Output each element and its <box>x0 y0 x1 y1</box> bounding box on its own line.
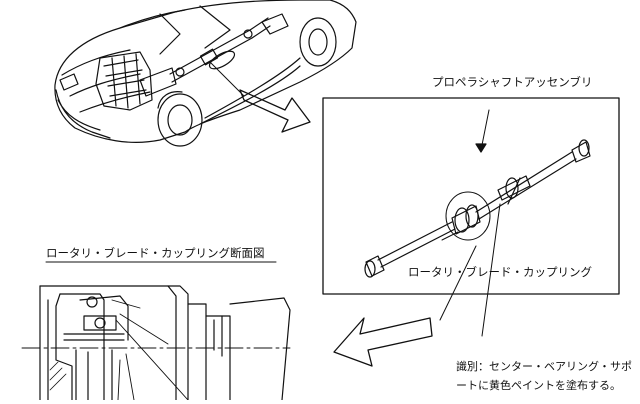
label-rotary-blade-coupling: ロータリ・ブレード・カップリング <box>408 265 592 279</box>
shaft-detail-box <box>322 97 620 295</box>
propeller-shaft <box>364 139 591 278</box>
label-propeller-shaft-assembly: プロペラシャフトアッセンブリ <box>432 75 593 89</box>
shaft-label-arrow <box>480 109 490 151</box>
label-coupling-cross-section: ロータリ・ブレード・カップリング断面図 <box>46 246 265 260</box>
identification-note: 識別：センター・ベアリング・サポ ートに黄色ペイントを塗布する。 <box>456 357 632 395</box>
car-illustration <box>54 0 357 147</box>
identification-note-line-1: 識別：センター・ベアリング・サポ <box>456 360 632 373</box>
pointer-arrow-large <box>239 89 311 133</box>
identification-note-line-2: ートに黄色ペイントを塗布する。 <box>456 379 621 392</box>
coupling-label-arrow <box>441 231 459 241</box>
pointer-arrow-section <box>333 317 433 367</box>
coupling-cross-section <box>21 261 291 401</box>
coupling-highlight-circle <box>445 191 491 241</box>
